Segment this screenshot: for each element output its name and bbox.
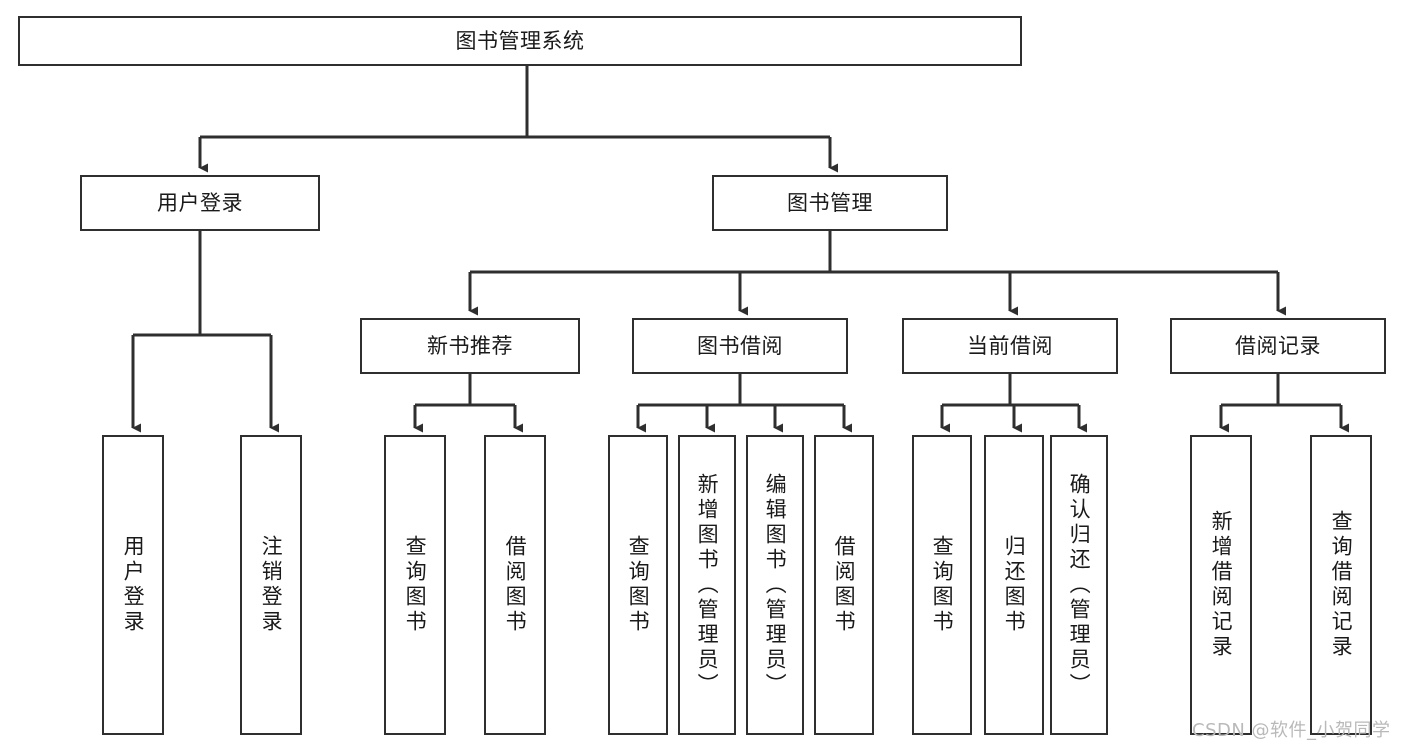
node-leaf-query-book-2-label: 查询图书	[626, 535, 651, 635]
node-leaf-query-book-3[interactable]: 查询图书	[912, 435, 972, 735]
node-book-manage-label: 图书管理	[787, 190, 873, 215]
node-leaf-query-book-1-label: 查询图书	[403, 535, 428, 635]
node-leaf-query-book-2[interactable]: 查询图书	[608, 435, 668, 735]
node-borrow-record[interactable]: 借阅记录	[1170, 318, 1386, 374]
node-leaf-query-book-1[interactable]: 查询图书	[384, 435, 446, 735]
node-leaf-borrow-book-2[interactable]: 借阅图书	[814, 435, 874, 735]
node-leaf-confirm-return[interactable]: 确认归还（管理员）	[1050, 435, 1108, 735]
node-leaf-user-logout-label: 注销登录	[259, 535, 284, 635]
node-borrow-record-label: 借阅记录	[1235, 333, 1321, 358]
node-user-login[interactable]: 用户登录	[80, 175, 320, 231]
node-leaf-add-book[interactable]: 新增图书（管理员）	[678, 435, 736, 735]
node-leaf-borrow-book-1-label: 借阅图书	[503, 535, 528, 635]
node-current-borrow[interactable]: 当前借阅	[902, 318, 1118, 374]
node-book-borrow[interactable]: 图书借阅	[632, 318, 848, 374]
node-root[interactable]: 图书管理系统	[18, 16, 1022, 66]
node-leaf-user-login[interactable]: 用户登录	[102, 435, 164, 735]
node-current-borrow-label: 当前借阅	[967, 333, 1053, 358]
node-leaf-user-logout[interactable]: 注销登录	[240, 435, 302, 735]
node-book-manage[interactable]: 图书管理	[712, 175, 948, 231]
node-leaf-edit-book[interactable]: 编辑图书（管理员）	[746, 435, 804, 735]
node-leaf-return-book[interactable]: 归还图书	[984, 435, 1044, 735]
node-leaf-query-record-label: 查询借阅记录	[1329, 510, 1354, 660]
node-leaf-add-record-label: 新增借阅记录	[1209, 510, 1234, 660]
node-leaf-query-book-3-label: 查询图书	[930, 535, 955, 635]
node-leaf-edit-book-label: 编辑图书（管理员）	[763, 472, 788, 698]
node-leaf-user-login-label: 用户登录	[121, 535, 146, 635]
node-leaf-borrow-book-2-label: 借阅图书	[832, 535, 857, 635]
node-leaf-query-record[interactable]: 查询借阅记录	[1310, 435, 1372, 735]
node-new-book-rec[interactable]: 新书推荐	[360, 318, 580, 374]
node-book-borrow-label: 图书借阅	[697, 333, 783, 358]
node-root-label: 图书管理系统	[455, 28, 585, 53]
node-leaf-return-book-label: 归还图书	[1002, 535, 1027, 635]
node-leaf-borrow-book-1[interactable]: 借阅图书	[484, 435, 546, 735]
node-new-book-rec-label: 新书推荐	[427, 333, 513, 358]
node-leaf-add-record[interactable]: 新增借阅记录	[1190, 435, 1252, 735]
node-leaf-add-book-label: 新增图书（管理员）	[695, 472, 720, 698]
node-user-login-label: 用户登录	[157, 190, 243, 215]
csdn-watermark: CSDN @软件_小贺同学	[1192, 720, 1391, 741]
node-leaf-confirm-return-label: 确认归还（管理员）	[1067, 472, 1092, 698]
